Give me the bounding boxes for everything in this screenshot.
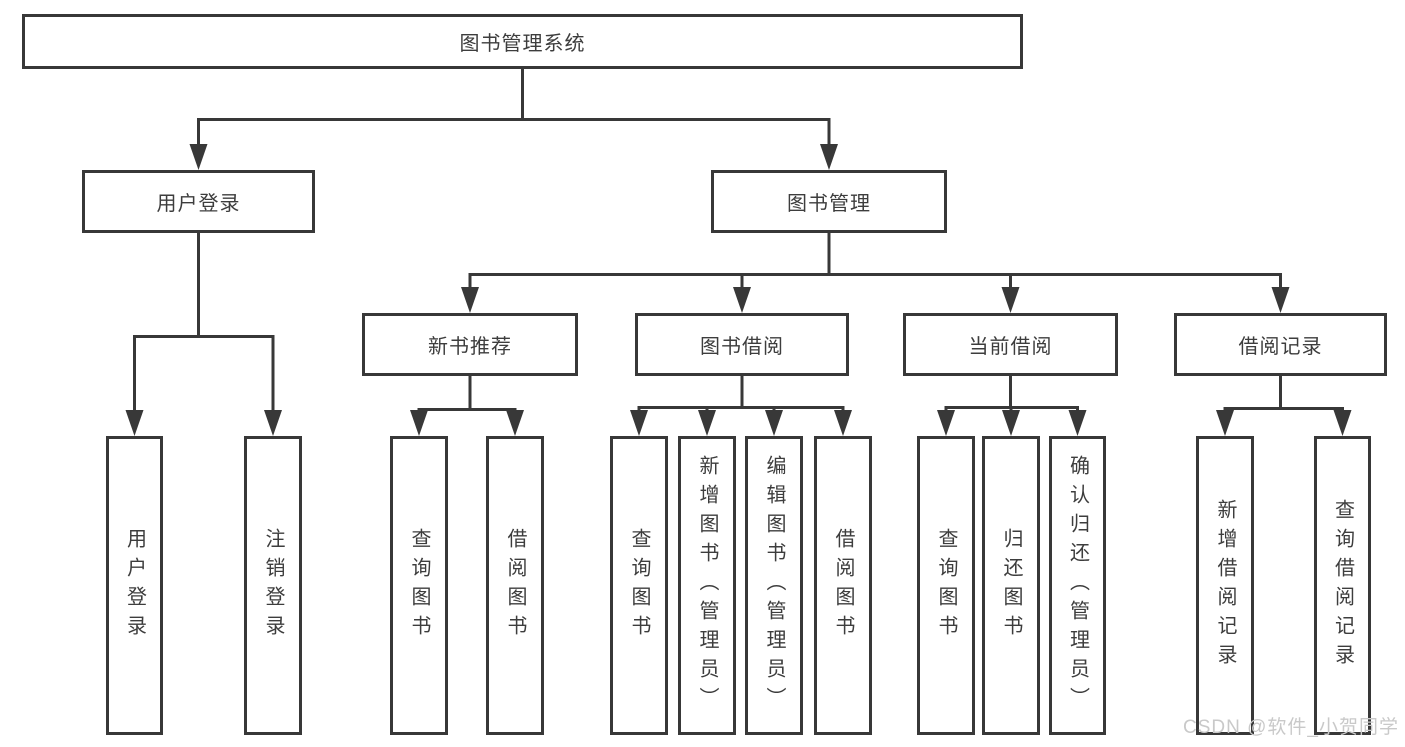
leaf-add-borrow-record-label: 新增借阅记录 [1214,498,1236,673]
leaf-query-borrow-record: 查询借阅记录 [1314,436,1371,735]
leaf-user-login-label: 用户登录 [123,527,146,644]
connector-current-borrow-branch [937,376,1087,436]
leaf-logout: 注销登录 [244,436,302,735]
leaf-query-books-recommend-label: 查询图书 [408,527,430,644]
node-system-root-label: 图书管理系统 [459,33,586,55]
leaf-borrow-books-recommend-label: 借阅图书 [504,527,526,644]
leaf-query-books-borrowing-label: 查询图书 [628,527,650,644]
node-book-management: 图书管理 [711,170,947,233]
connector-book-borrow-branch [630,376,852,436]
node-system-root: 图书管理系统 [22,14,1023,69]
leaf-query-books-current-label: 查询图书 [935,527,957,644]
connector-new-book-branch [410,376,524,436]
node-book-management-label: 图书管理 [787,193,871,215]
connector-user-login-branch [125,233,282,436]
csdn-watermark: CSDN @软件_小贺同学 [1183,717,1399,738]
leaf-query-books-borrowing: 查询图书 [610,436,668,735]
leaf-query-books-current: 查询图书 [917,436,975,735]
leaf-borrow-books-recommend: 借阅图书 [486,436,544,735]
leaf-confirm-return-admin: 确认归还（管理员） [1049,436,1106,735]
node-book-borrowing: 图书借阅 [635,313,849,376]
node-user-login: 用户登录 [82,170,315,233]
leaf-add-borrow-record: 新增借阅记录 [1196,436,1254,735]
leaf-add-books-admin-label: 新增图书（管理员） [696,455,718,716]
leaf-edit-books-admin-label: 编辑图书（管理员） [763,455,785,716]
connector-book-mgmt-to-level3 [461,233,1290,313]
connector-root-to-level2 [189,69,838,170]
node-new-book-recommend: 新书推荐 [362,313,578,376]
leaf-confirm-return-admin-label: 确认归还（管理员） [1066,455,1089,716]
node-new-book-recommend-label: 新书推荐 [428,336,512,358]
leaf-query-borrow-record-label: 查询借阅记录 [1331,498,1354,673]
leaf-edit-books-admin: 编辑图书（管理员） [745,436,803,735]
leaf-borrow-books: 借阅图书 [814,436,872,735]
leaf-query-books-recommend: 查询图书 [390,436,448,735]
leaf-user-login: 用户登录 [106,436,163,735]
node-user-login-label: 用户登录 [156,193,241,215]
leaf-add-books-admin: 新增图书（管理员） [678,436,736,735]
leaf-logout-label: 注销登录 [262,527,284,644]
leaf-return-books: 归还图书 [982,436,1040,735]
node-current-borrowing-label: 当前借阅 [968,336,1053,358]
node-borrowing-records-label: 借阅记录 [1238,336,1323,358]
leaf-return-books-label: 归还图书 [1000,527,1022,644]
leaf-borrow-books-label: 借阅图书 [832,527,854,644]
connector-borrow-records-branch [1216,376,1352,436]
node-current-borrowing: 当前借阅 [903,313,1118,376]
node-borrowing-records: 借阅记录 [1174,313,1387,376]
node-book-borrowing-label: 图书借阅 [700,336,784,358]
